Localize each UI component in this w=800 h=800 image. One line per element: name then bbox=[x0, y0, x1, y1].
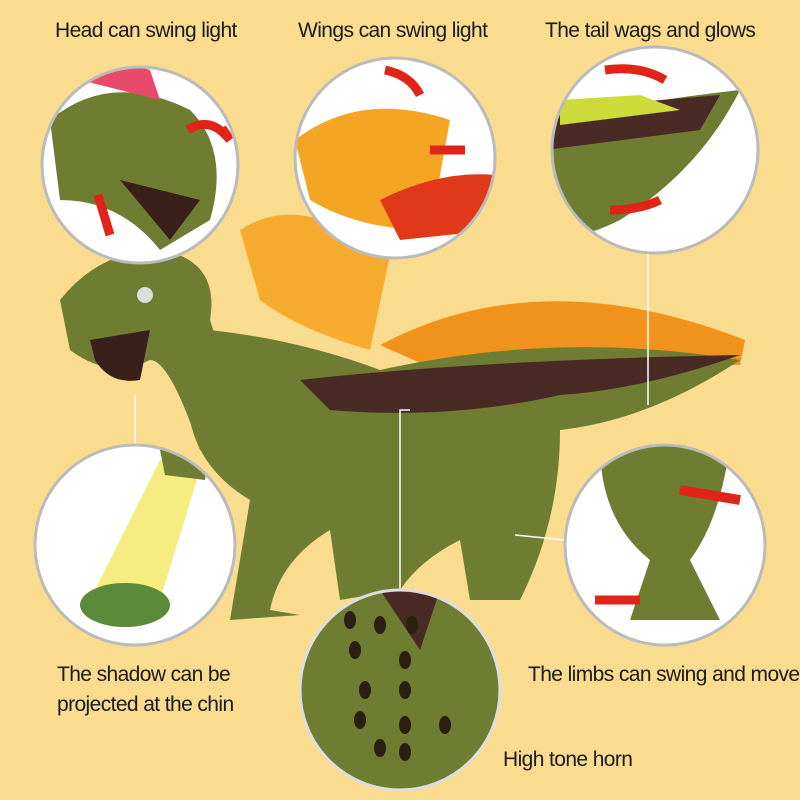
detail-circle-projection bbox=[33, 443, 237, 647]
detail-circle-horn bbox=[298, 588, 502, 792]
dinosaur-toy bbox=[60, 214, 745, 620]
detail-circle-wings bbox=[293, 56, 497, 260]
label-shadow-line2: projected at the chin bbox=[57, 693, 234, 716]
connector-lines bbox=[134, 250, 649, 590]
label-head: Head can swing light bbox=[55, 19, 237, 42]
label-tail: The tail wags and glows bbox=[545, 19, 756, 42]
label-horn: High tone horn bbox=[503, 748, 633, 771]
detail-circle-limbs bbox=[563, 443, 767, 647]
label-wings: Wings can swing light bbox=[298, 19, 488, 42]
label-limbs: The limbs can swing and move bbox=[528, 663, 800, 686]
detail-circle-head bbox=[40, 65, 240, 265]
label-shadow-line1: The shadow can be bbox=[57, 663, 231, 686]
detail-circle-tail bbox=[550, 45, 760, 255]
